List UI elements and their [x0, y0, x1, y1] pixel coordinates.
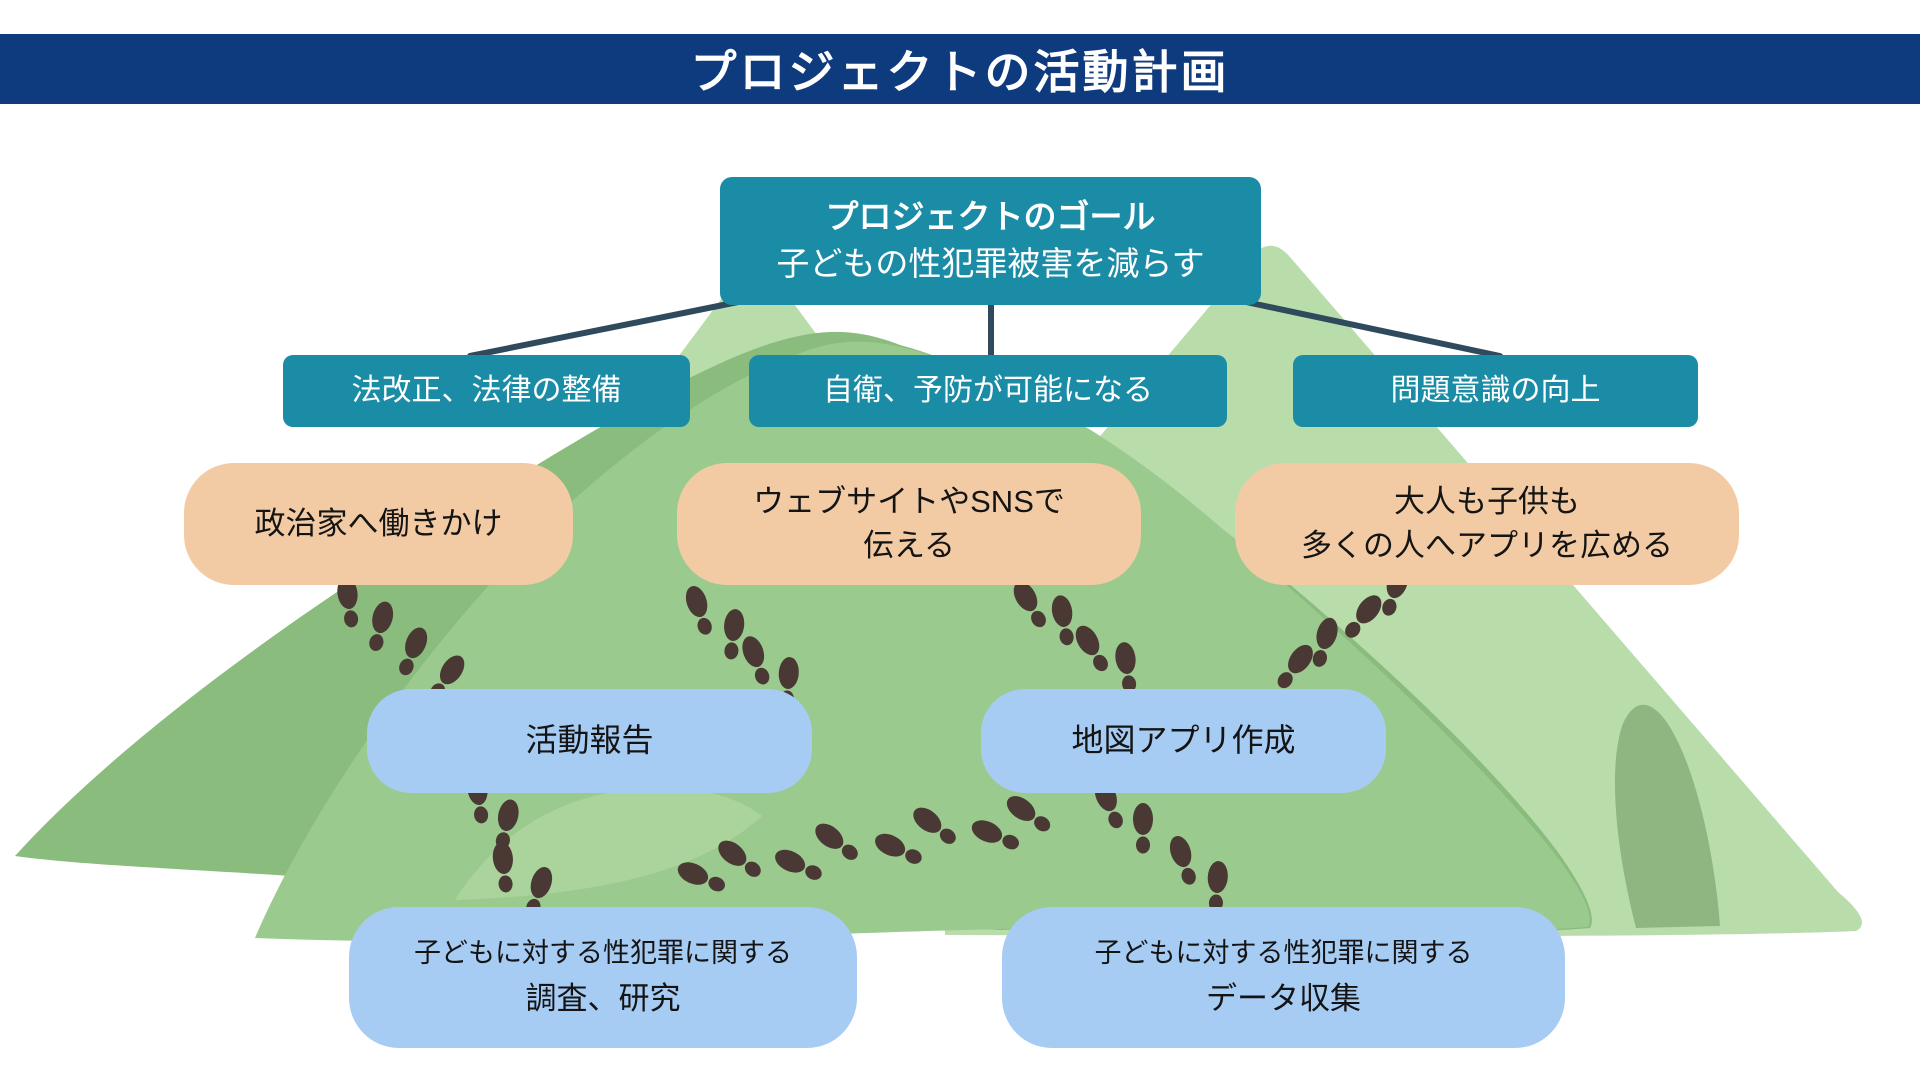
footprint-icon: [1002, 791, 1055, 837]
footprint-icon: [810, 818, 863, 866]
footprint-icon: [682, 583, 717, 638]
outcome-box-self-defense: 自衛、予防が可能になる: [749, 355, 1227, 427]
outcome-label: 問題意識の向上: [1390, 373, 1601, 407]
goal-box: プロジェクトのゴール 子どもの性犯罪被害を減らす: [720, 177, 1261, 305]
footprint-icon: [1008, 577, 1052, 632]
action-box-politicians: 政治家へ働きかけ: [184, 463, 573, 585]
footprint-icon: [908, 802, 961, 850]
footprint-icon: [1166, 833, 1201, 888]
footprint-icon: [1205, 860, 1229, 913]
footprint-icon: [1070, 621, 1114, 676]
footprint-icon: [1113, 640, 1141, 694]
footprint-icon: [738, 633, 775, 688]
task-label: 調査、研究: [525, 980, 681, 1016]
task-subtitle: 子どもに対する性犯罪に関する: [1094, 938, 1473, 969]
footprint-icon: [364, 599, 397, 654]
action-line: 大人も子供も: [1394, 483, 1580, 519]
footprint-icon: [871, 829, 926, 870]
task-label: データ収集: [1206, 980, 1361, 1016]
action-box-spread-app: 大人も子供も 多くの人へアプリを広める: [1235, 463, 1739, 585]
task-box-map-app: 地図アプリ作成: [981, 689, 1386, 793]
task-subtitle: 子どもに対する性犯罪に関する: [414, 938, 792, 969]
footprint-icon: [1133, 803, 1153, 854]
mountain-dark-patch: [1614, 704, 1720, 928]
outcome-box-legal-reform: 法改正、法律の整備: [283, 355, 690, 427]
task-box-research: 子どもに対する性犯罪に関する 調査、研究: [349, 907, 857, 1048]
footprint-icon: [393, 624, 432, 679]
footprint-icon: [491, 797, 522, 852]
footprint-icon: [674, 857, 729, 897]
connector-goal-aware: [1243, 299, 1503, 359]
footprint-icon: [1307, 615, 1342, 670]
footprint-icon: [713, 835, 766, 883]
action-line: 多くの人へアプリを広める: [1301, 528, 1673, 563]
page-title: プロジェクトの活動計画: [690, 47, 1230, 98]
goal-text: 子どもの性犯罪被害を減らす: [776, 245, 1205, 282]
footprint-icon: [1272, 640, 1318, 693]
mountain-light-wedge: [455, 787, 762, 900]
footprint-icon: [1339, 590, 1387, 643]
footprint-icon: [720, 608, 746, 661]
footprint-icon: [491, 841, 517, 894]
task-label: 活動報告: [525, 722, 654, 759]
task-box-data-collection: 子どもに対する性犯罪に関する データ収集: [1002, 907, 1565, 1048]
footprint-icon: [968, 815, 1023, 855]
footprint-icon: [771, 845, 826, 886]
action-box-website-sns: ウェブサイトやSNSで 伝える: [677, 463, 1141, 585]
goal-heading: プロジェクトのゴール: [825, 198, 1156, 236]
action-line: 政治家へ働きかけ: [254, 505, 503, 541]
outcome-box-awareness: 問題意識の向上: [1293, 355, 1698, 427]
action-line: 伝える: [862, 528, 956, 563]
task-box-activity-report: 活動報告: [367, 689, 812, 793]
outcome-label: 法改正、法律の整備: [351, 373, 622, 407]
action-line: ウェブサイトやSNSで: [753, 483, 1065, 519]
header-bar: プロジェクトの活動計画: [0, 34, 1920, 104]
task-label: 地図アプリ作成: [1071, 722, 1296, 759]
connector-goal-legal: [467, 299, 741, 359]
outcome-label: 自衛、予防が可能になる: [823, 373, 1153, 407]
footprint-icon: [1049, 593, 1078, 647]
